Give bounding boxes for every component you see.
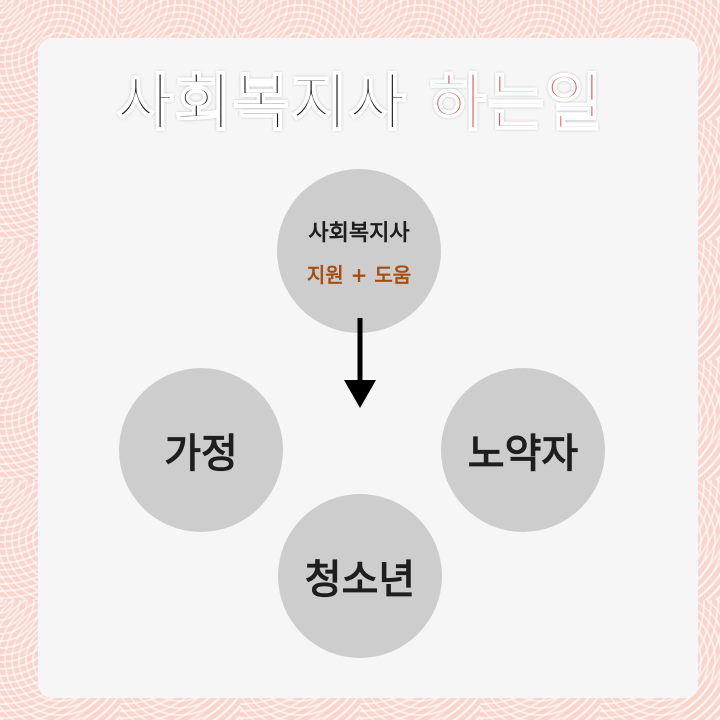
node-elderly: 노약자 <box>441 368 605 532</box>
page-title: 사회복지사 하는일 <box>0 52 720 142</box>
down-arrow <box>344 318 376 408</box>
title-highlight: 하는일 <box>428 65 604 140</box>
center-node: 사회복지사 지원 + 도움 <box>277 169 441 333</box>
center-node-title: 사회복지사 <box>308 220 410 246</box>
title-main: 사회복지사 <box>116 65 407 140</box>
center-node-subtitle: 지원 + 도움 <box>306 262 412 287</box>
node-youth: 청소년 <box>278 494 442 658</box>
node-family: 가정 <box>119 368 283 532</box>
